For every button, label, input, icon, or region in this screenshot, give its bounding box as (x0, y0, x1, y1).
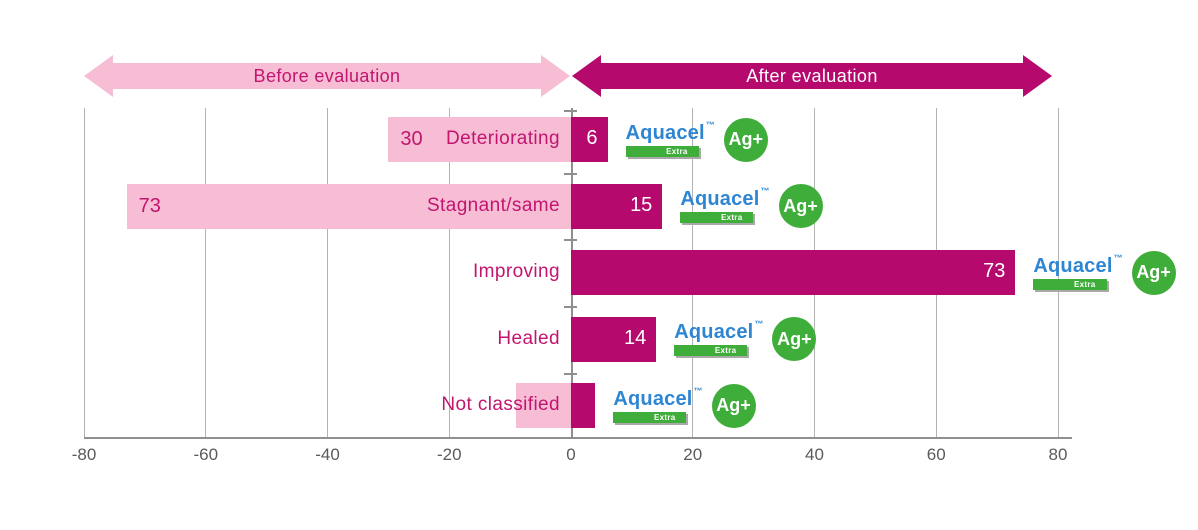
ag-plus-badge-icon: Ag+ (723, 117, 768, 162)
x-tick-label: -20 (436, 445, 462, 464)
zero-axis-tick (564, 239, 577, 242)
x-axis-line (84, 437, 1072, 439)
gridline (1057, 108, 1059, 437)
before-bar (126, 183, 571, 229)
gridline (327, 108, 328, 437)
after-value-label: 15 (630, 193, 653, 216)
gridline (83, 108, 85, 437)
extra-label: Extra (653, 412, 676, 422)
before-bar (516, 383, 571, 429)
x-tick-label: 40 (805, 445, 824, 464)
x-tick-label: 80 (1048, 445, 1068, 464)
gridline (205, 108, 207, 437)
before-value-label: 73 (138, 194, 161, 217)
extra-label: Extra (1074, 279, 1096, 289)
trademark-symbol: ™ (760, 186, 770, 197)
zero-axis-tick (564, 172, 577, 175)
extra-band: Extra (680, 212, 754, 224)
zero-axis-tick (564, 109, 577, 112)
after-value-label: 73 (983, 260, 1006, 283)
zero-axis-tick (564, 306, 577, 308)
x-tick-label: -80 (71, 445, 97, 464)
brand-name: Aquacel (625, 121, 705, 144)
extra-label: Extra (714, 346, 737, 356)
after-bar (571, 316, 657, 362)
trademark-symbol: ™ (1113, 252, 1123, 263)
brand-name: Aquacel (674, 321, 754, 344)
zero-axis-tick (564, 372, 577, 375)
after-bar (571, 183, 663, 229)
after-bar (571, 383, 596, 429)
extra-label: Extra (666, 146, 688, 156)
category-label: Healed (497, 327, 560, 349)
before-value-label: 30 (400, 128, 423, 150)
brand-name: Aquacel (613, 387, 693, 410)
trademark-symbol: ™ (705, 119, 715, 130)
extra-band: Extra (625, 145, 699, 157)
after-evaluation-arrow: After evaluation (572, 55, 1052, 97)
category-label: Deteriorating (446, 128, 560, 149)
extra-band: Extra (674, 345, 748, 357)
category-label: Improving (472, 261, 560, 283)
gridline (448, 108, 450, 437)
before-bar (388, 117, 571, 162)
before-evaluation-arrow: Before evaluation (84, 55, 570, 97)
brand-name: Aquacel (680, 188, 760, 211)
ag-plus-badge-icon: Ag+ (778, 184, 823, 229)
x-tick-label: 0 (566, 445, 576, 464)
x-tick-label: -60 (193, 445, 219, 464)
extra-band: Extra (1033, 278, 1107, 290)
category-label: Stagnant/same (426, 194, 560, 216)
x-tick-label: -40 (315, 445, 340, 464)
ag-plus-badge-icon: Ag+ (1131, 250, 1176, 295)
brand-name: Aquacel (1033, 254, 1113, 277)
extra-label: Extra (720, 213, 743, 223)
after-value-label: 6 (586, 127, 598, 149)
before-evaluation-label: Before evaluation (253, 65, 401, 86)
after-evaluation-label: After evaluation (746, 65, 878, 86)
after-bar (571, 250, 1016, 296)
trademark-symbol: ™ (754, 319, 764, 330)
trademark-symbol: ™ (693, 385, 703, 396)
ag-plus-badge-icon: Ag+ (772, 317, 817, 362)
x-tick-label: 20 (683, 445, 703, 464)
extra-band: Extra (613, 411, 687, 423)
after-value-label: 14 (623, 326, 647, 349)
after-bar (571, 117, 608, 162)
category-label: Not classified (441, 394, 560, 416)
x-tick-label: 60 (926, 445, 946, 464)
ag-plus-badge-icon: Ag+ (711, 383, 756, 428)
